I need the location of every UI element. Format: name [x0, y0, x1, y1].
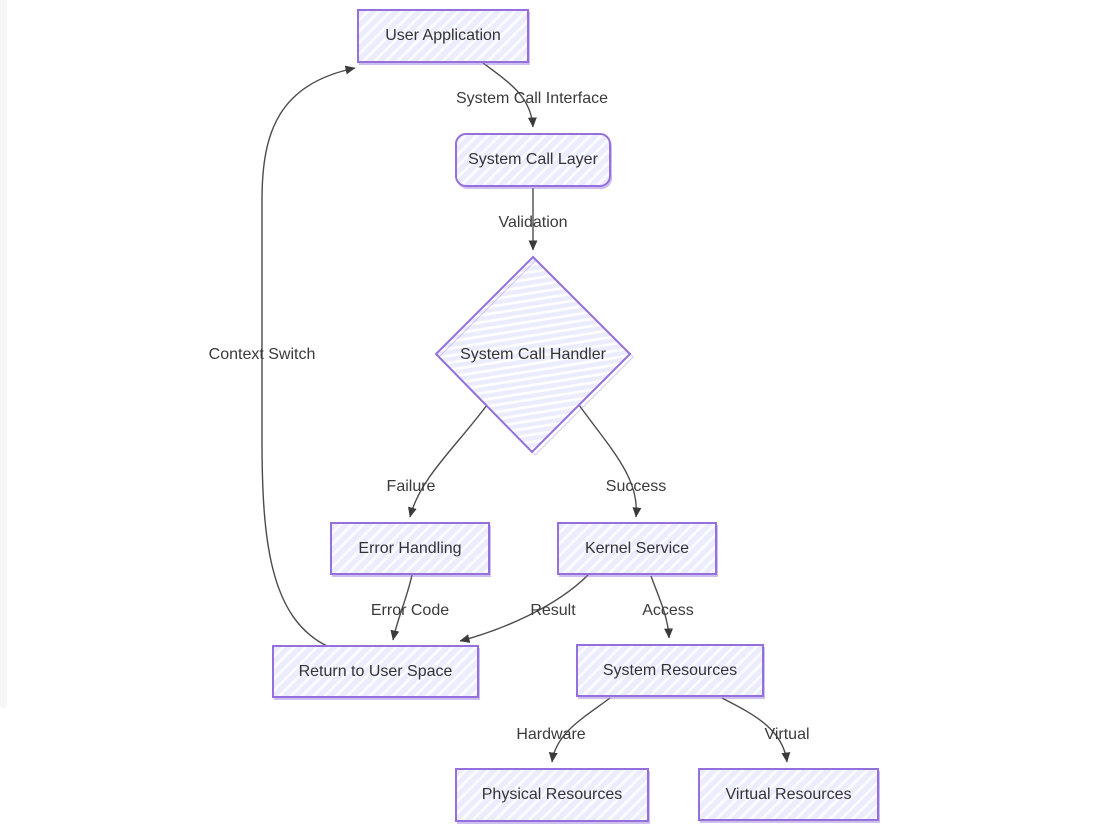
node-physical-resources: Physical Resources	[455, 768, 649, 822]
edge-handler-to-kernel-service	[578, 404, 642, 518]
node-label: System Resources	[602, 661, 738, 679]
edge-kernel-service-to-system-resources	[650, 575, 674, 639]
edge-label-virtual: Virtual	[764, 726, 810, 743]
edge-label-hardware: Hardware	[516, 726, 586, 743]
scrollbar-track[interactable]	[0, 0, 7, 708]
node-system-resources: System Resources	[576, 644, 764, 697]
edge-label-validation: Validation	[498, 214, 568, 231]
node-label: Physical Resources	[481, 786, 623, 803]
node-return-to-user-space: Return to User Space	[272, 645, 479, 698]
node-label: System Call Layer	[468, 151, 598, 168]
node-system-call-handler-sketch-outline	[438, 259, 634, 456]
node-label: Return to User Space	[298, 662, 453, 680]
edge-user-application-to-system-call-layer	[482, 62, 537, 128]
node-label: Kernel Service	[584, 539, 690, 557]
node-label: User Application	[385, 27, 501, 44]
node-label: Virtual Resources	[725, 785, 852, 803]
node-system-call-layer: System Call Layer	[455, 133, 611, 187]
edge-error-handling-to-return	[390, 574, 413, 641]
edge-label-success: Success	[605, 478, 667, 495]
node-system-call-handler-label: System Call Handler	[460, 346, 606, 363]
edge-return-to-user-application	[261, 65, 356, 647]
node-kernel-service: Kernel Service	[557, 522, 717, 575]
edge-label-result: Result	[530, 602, 576, 619]
edge-label-error-code: Error Code	[370, 602, 450, 619]
edge-label-access: Access	[642, 602, 694, 619]
edge-label-system-call-interface: System Call Interface	[455, 90, 609, 107]
edge-kernel-service-to-return	[459, 574, 589, 643]
node-label: Error Handling	[358, 539, 462, 557]
node-virtual-resources: Virtual Resources	[698, 768, 879, 821]
edge-system-resources-to-physical	[548, 697, 611, 763]
edge-system-resources-to-virtual	[721, 697, 791, 763]
edge-label-failure: Failure	[386, 478, 436, 495]
edge-label-context-switch: Context Switch	[208, 346, 316, 363]
node-user-application: User Application	[357, 9, 529, 63]
node-system-call-handler-shape	[434, 255, 632, 454]
node-error-handling: Error Handling	[330, 522, 490, 575]
edge-handler-to-error-handling	[408, 404, 488, 518]
